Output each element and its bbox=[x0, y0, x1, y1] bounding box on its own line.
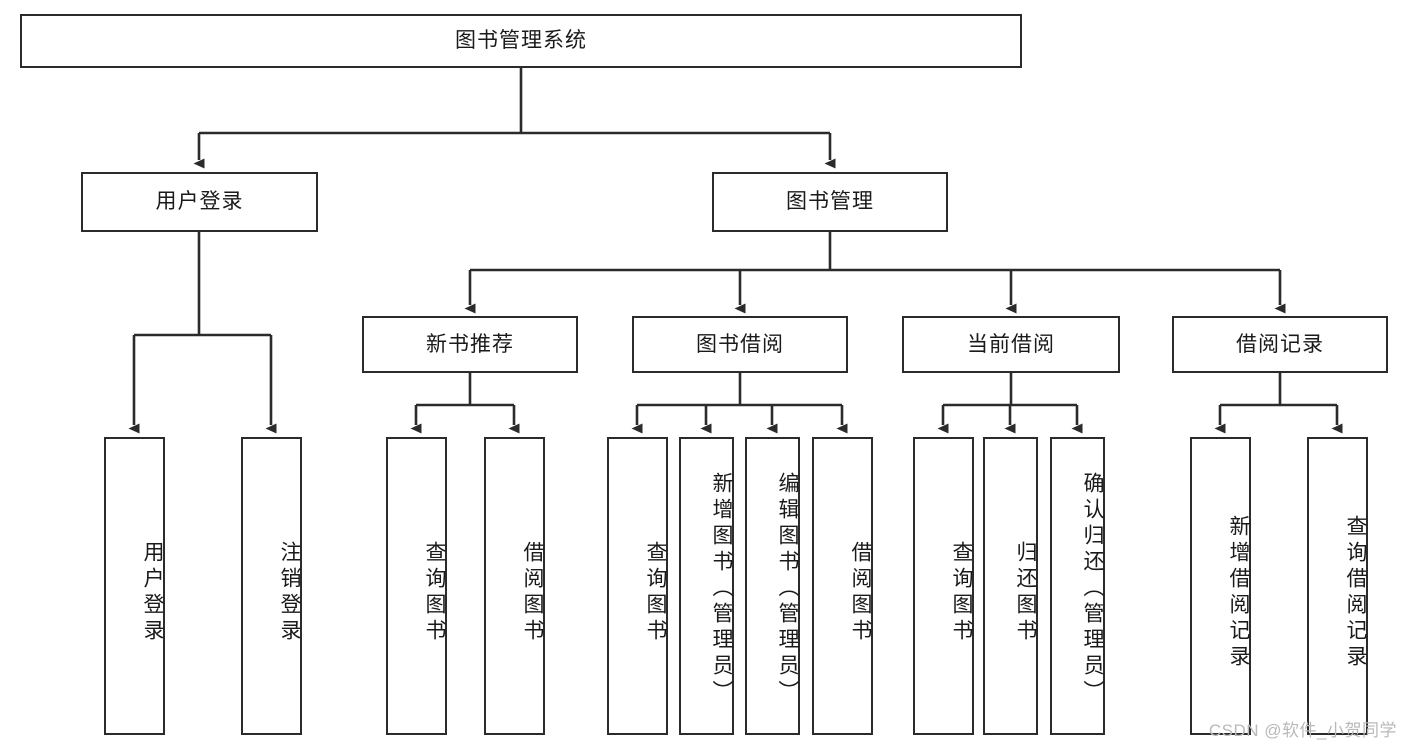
node-current-borrow-label: 当前借阅 bbox=[967, 332, 1055, 356]
node-leaf-add-book[interactable]: 新增图书（管理员） bbox=[679, 437, 734, 735]
node-leaf-query-book-borrow-label: 查询图书 bbox=[644, 541, 667, 645]
node-book-borrow-label: 图书借阅 bbox=[696, 332, 784, 356]
node-leaf-add-record-label: 新增借阅记录 bbox=[1227, 515, 1250, 671]
node-leaf-return-book[interactable]: 归还图书 bbox=[983, 437, 1038, 735]
node-book-manage-label: 图书管理 bbox=[786, 190, 874, 214]
node-leaf-user-logout[interactable]: 注销登录 bbox=[241, 437, 302, 735]
node-leaf-confirm-return-label: 确认归还（管理员） bbox=[1081, 472, 1104, 706]
node-leaf-add-book-label: 新增图书（管理员） bbox=[710, 472, 733, 706]
node-leaf-user-login[interactable]: 用户登录 bbox=[104, 437, 165, 735]
node-root[interactable]: 图书管理系统 bbox=[20, 14, 1022, 68]
node-new-book-rec-label: 新书推荐 bbox=[426, 332, 514, 356]
node-current-borrow[interactable]: 当前借阅 bbox=[902, 316, 1120, 373]
node-book-borrow[interactable]: 图书借阅 bbox=[632, 316, 848, 373]
node-leaf-query-book-cur[interactable]: 查询图书 bbox=[913, 437, 974, 735]
node-leaf-confirm-return[interactable]: 确认归还（管理员） bbox=[1050, 437, 1105, 735]
node-new-book-rec[interactable]: 新书推荐 bbox=[362, 316, 578, 373]
node-leaf-return-book-label: 归还图书 bbox=[1014, 541, 1037, 645]
watermark: CSDN @软件_小贺同学 bbox=[1208, 721, 1397, 740]
node-leaf-borrow-book-label: 借阅图书 bbox=[849, 541, 872, 645]
node-leaf-query-book-borrow[interactable]: 查询图书 bbox=[607, 437, 668, 735]
node-leaf-borrow-book-rec[interactable]: 借阅图书 bbox=[484, 437, 545, 735]
node-leaf-query-record-label: 查询借阅记录 bbox=[1344, 515, 1367, 671]
node-leaf-query-book-cur-label: 查询图书 bbox=[950, 541, 973, 645]
node-leaf-borrow-book[interactable]: 借阅图书 bbox=[812, 437, 873, 735]
node-leaf-user-logout-label: 注销登录 bbox=[278, 541, 301, 645]
node-leaf-edit-book[interactable]: 编辑图书（管理员） bbox=[745, 437, 800, 735]
node-leaf-add-record[interactable]: 新增借阅记录 bbox=[1190, 437, 1251, 735]
node-borrow-record-label: 借阅记录 bbox=[1236, 332, 1324, 356]
node-leaf-query-book-rec[interactable]: 查询图书 bbox=[386, 437, 447, 735]
node-user-login-label: 用户登录 bbox=[155, 190, 244, 214]
node-leaf-edit-book-label: 编辑图书（管理员） bbox=[776, 472, 799, 706]
node-borrow-record[interactable]: 借阅记录 bbox=[1172, 316, 1388, 373]
node-book-manage[interactable]: 图书管理 bbox=[712, 172, 948, 232]
node-user-login[interactable]: 用户登录 bbox=[81, 172, 318, 232]
node-leaf-borrow-book-rec-label: 借阅图书 bbox=[521, 541, 544, 645]
node-leaf-query-book-rec-label: 查询图书 bbox=[423, 541, 446, 645]
node-leaf-user-login-label: 用户登录 bbox=[141, 541, 164, 645]
node-root-label: 图书管理系统 bbox=[455, 29, 587, 53]
node-leaf-query-record[interactable]: 查询借阅记录 bbox=[1307, 437, 1368, 735]
